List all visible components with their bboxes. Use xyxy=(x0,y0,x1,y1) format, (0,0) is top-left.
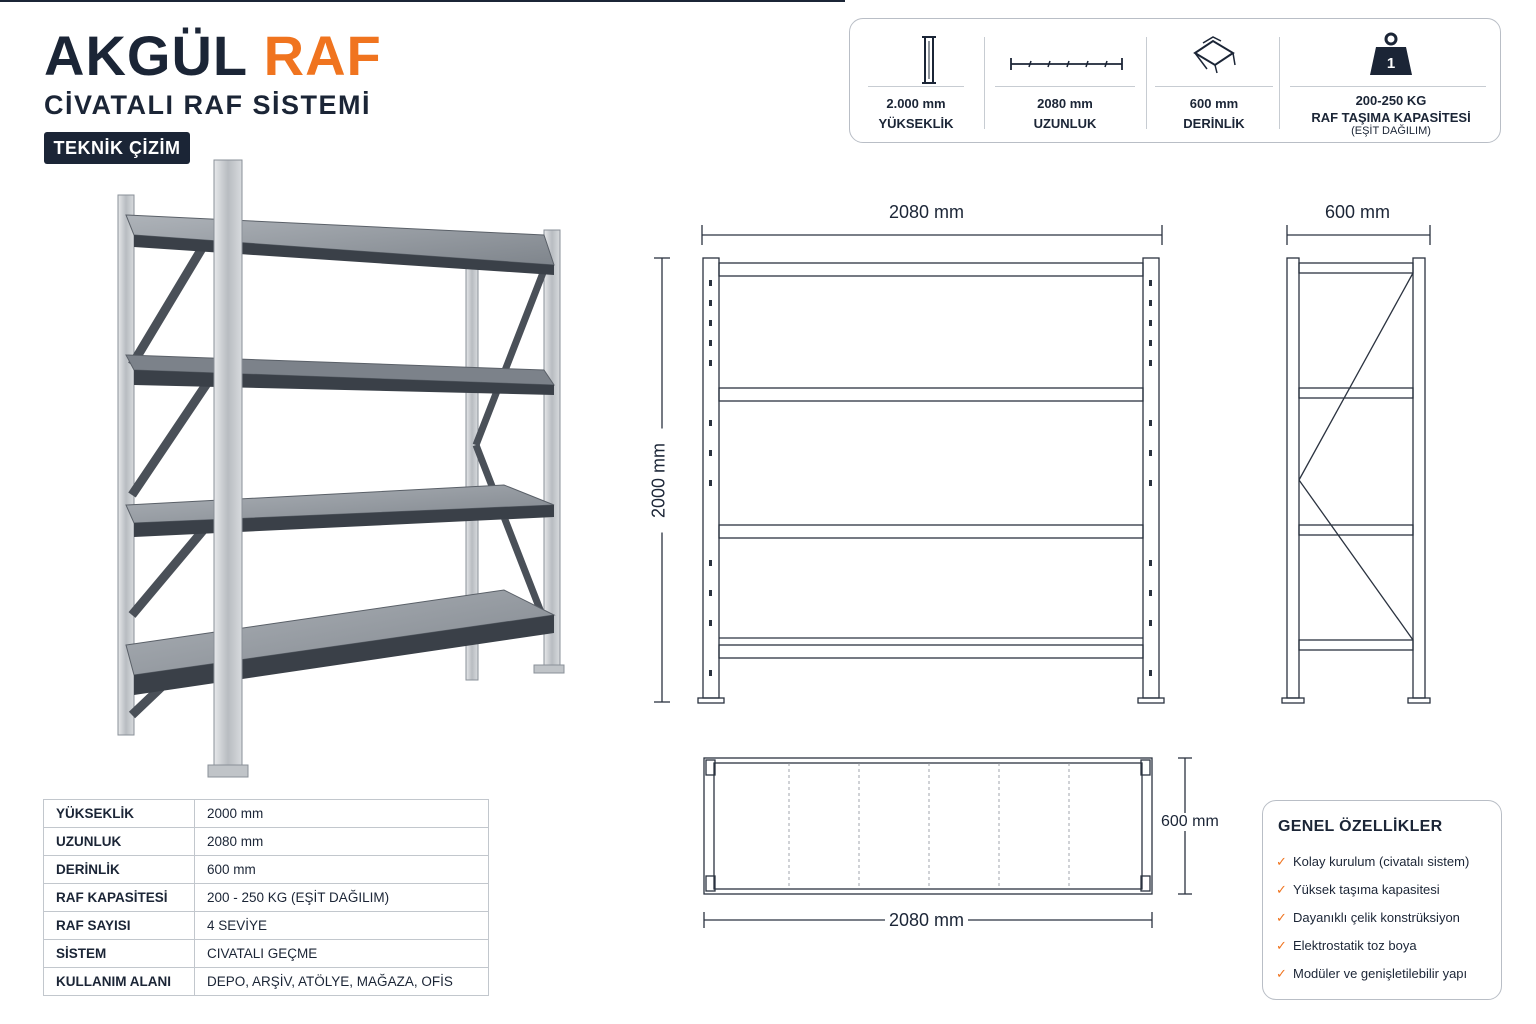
row-key: DERİNLİK xyxy=(43,855,195,884)
check-icon: ✓ xyxy=(1276,966,1287,981)
divider xyxy=(1290,86,1486,87)
divider xyxy=(1155,86,1273,87)
length-icon xyxy=(1010,58,1123,70)
section-badge: TEKNİK ÇİZİM xyxy=(44,132,190,164)
row-key: UZUNLUK xyxy=(43,827,195,856)
spec-summary-box: 2.000 mm YÜKSEKLİK 2080 mm UZUNLUK 600 m… xyxy=(849,18,1501,143)
divider xyxy=(984,37,985,129)
row-value: 2080 mm xyxy=(194,827,489,856)
spec-depth: 600 mm DERİNLİK xyxy=(1155,19,1273,144)
brand-title: AKGÜL RAF xyxy=(44,26,382,86)
brand-accent: RAF xyxy=(263,24,382,87)
row-key: YÜKSEKLİK xyxy=(43,799,195,828)
row-value: 4 SEVİYE xyxy=(194,911,489,940)
spec-value: 2080 mm xyxy=(1037,96,1093,111)
feature-text: Modüler ve genişletilebilir yapı xyxy=(1293,966,1468,981)
features-list: ✓ Kolay kurulum (civatalı sistem) ✓ Yüksek … xyxy=(1276,853,1469,993)
features-title: GENEL ÖZELLİKLER xyxy=(1278,818,1443,835)
spec-height: 2.000 mm YÜKSEKLİK xyxy=(868,19,964,144)
spec-label: YÜKSEKLİK xyxy=(878,116,954,131)
spec-value: 2.000 mm xyxy=(886,96,946,111)
page-subtitle: CİVATALI RAF SİSTEMİ xyxy=(44,90,371,120)
feature-item: ✓ Yüksek taşıma kapasitesi xyxy=(1276,881,1469,909)
check-icon: ✓ xyxy=(1276,854,1287,869)
row-key: RAF SAYISI xyxy=(43,911,195,940)
side-depth-label: 600 mm xyxy=(1321,202,1395,223)
plan-depth-label: 600 mm xyxy=(1157,813,1223,831)
weight-digit: 1 xyxy=(1387,55,1395,72)
row-value: DEPO, ARŞİV, ATÖLYE, MAĞAZA, OFİS xyxy=(194,967,489,996)
spec-note: (EŞİT DAĞILIM) xyxy=(1351,125,1431,137)
check-icon: ✓ xyxy=(1276,938,1287,953)
divider xyxy=(1279,37,1280,129)
product-image xyxy=(117,159,565,778)
feature-text: Dayanıklı çelik konstrüksiyon xyxy=(1293,910,1460,925)
spec-label: DERİNLİK xyxy=(1183,116,1245,131)
spec-label: UZUNLUK xyxy=(1033,116,1097,131)
divider xyxy=(995,86,1135,87)
divider xyxy=(1146,37,1147,129)
row-key: RAF KAPASİTESİ xyxy=(43,883,195,912)
front-height-label: 2000 mm xyxy=(648,428,670,533)
row-value: 2000 mm xyxy=(194,799,489,828)
spec-value: 200-250 KG xyxy=(1355,93,1427,108)
row-key: SİSTEM xyxy=(43,939,195,968)
spec-length: 2080 mm UZUNLUK xyxy=(995,19,1135,144)
height-icon xyxy=(922,36,936,84)
spec-capacity: 1 200-250 KG RAF TAŞIMA KAPASİTESİ (EŞİT… xyxy=(1286,19,1496,144)
brand-name: AKGÜL xyxy=(44,24,248,87)
plan-view-drawing xyxy=(703,757,1192,928)
features-box: GENEL ÖZELLİKLER ✓ Kolay kurulum (civatal… xyxy=(1262,800,1502,1000)
row-value: 600 mm xyxy=(194,855,489,884)
weight-icon: 1 xyxy=(1370,32,1412,75)
feature-text: Kolay kurulum (civatalı sistem) xyxy=(1293,854,1470,869)
depth-icon xyxy=(1193,36,1236,74)
technical-drawings xyxy=(654,225,1431,704)
plan-width-label: 2080 mm xyxy=(885,910,969,931)
spec-value: 600 mm xyxy=(1189,96,1239,111)
row-value: 200 - 250 KG (EŞİT DAĞILIM) xyxy=(194,883,489,912)
feature-item: ✓ Kolay kurulum (civatalı sistem) xyxy=(1276,853,1469,881)
check-icon: ✓ xyxy=(1276,910,1287,925)
row-key: KULLANIM ALANI xyxy=(43,967,195,996)
row-value: CIVATALI GEÇME xyxy=(194,939,489,968)
check-icon: ✓ xyxy=(1276,882,1287,897)
feature-item: ✓ Dayanıklı çelik konstrüksiyon xyxy=(1276,909,1469,937)
divider xyxy=(868,86,964,87)
front-width-label: 2080 mm xyxy=(885,202,969,223)
feature-text: Elektrostatik toz boya xyxy=(1293,938,1417,953)
top-rule xyxy=(0,0,845,2)
feature-text: Yüksek taşıma kapasitesi xyxy=(1293,882,1440,897)
feature-item: ✓ Modüler ve genişletilebilir yapı xyxy=(1276,965,1469,993)
spec-label: RAF TAŞIMA KAPASİTESİ xyxy=(1311,110,1471,125)
feature-item: ✓ Elektrostatik toz boya xyxy=(1276,937,1469,965)
